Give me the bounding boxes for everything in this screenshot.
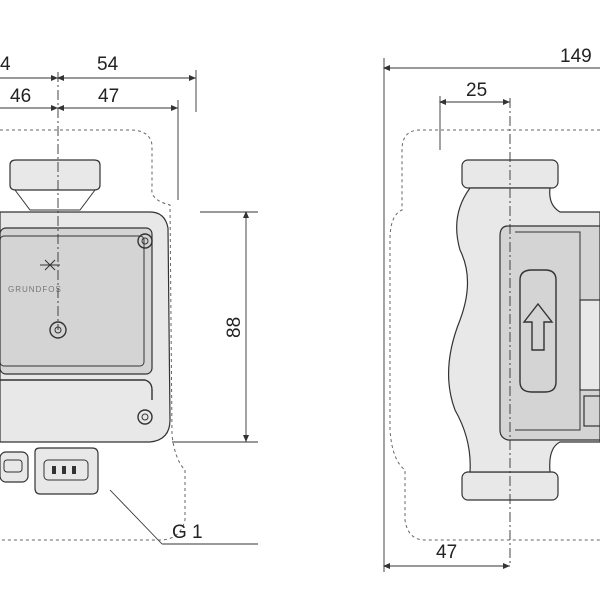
side-panel <box>579 299 600 391</box>
dim-side-25: 25 <box>466 80 487 101</box>
brand-text: GRUNDFOS <box>8 285 62 294</box>
dim-height-88: 88 <box>224 317 245 338</box>
side-view <box>389 98 600 565</box>
side-motor-block <box>499 225 600 441</box>
side-envelope-dashed <box>389 129 600 541</box>
front-face-panel <box>0 227 153 375</box>
front-envelope-dashed <box>0 129 186 541</box>
dim-second-47: 47 <box>98 86 119 107</box>
dim-side-bottom-47: 47 <box>436 542 457 563</box>
dim-second-46: 46 <box>10 86 31 107</box>
front-dimensions: 4 54 46 47 88 G 1 <box>0 54 258 545</box>
front-bolt-top <box>137 233 153 249</box>
front-view: GRUNDFOS <box>0 72 186 541</box>
dim-top-left-partial: 4 <box>0 54 11 75</box>
dim-side-149: 149 <box>560 46 592 67</box>
side-flow-window <box>519 269 557 393</box>
flow-direction-arrow-icon <box>522 302 554 351</box>
thread-label: G 1 <box>172 522 203 543</box>
front-bolt-bottom <box>137 409 153 425</box>
dim-top-54: 54 <box>97 54 119 75</box>
brand-logo-icon <box>40 259 60 271</box>
front-top-port <box>9 159 101 191</box>
side-dimensions: 149 25 47 <box>383 46 600 572</box>
front-center-knob <box>49 321 67 339</box>
